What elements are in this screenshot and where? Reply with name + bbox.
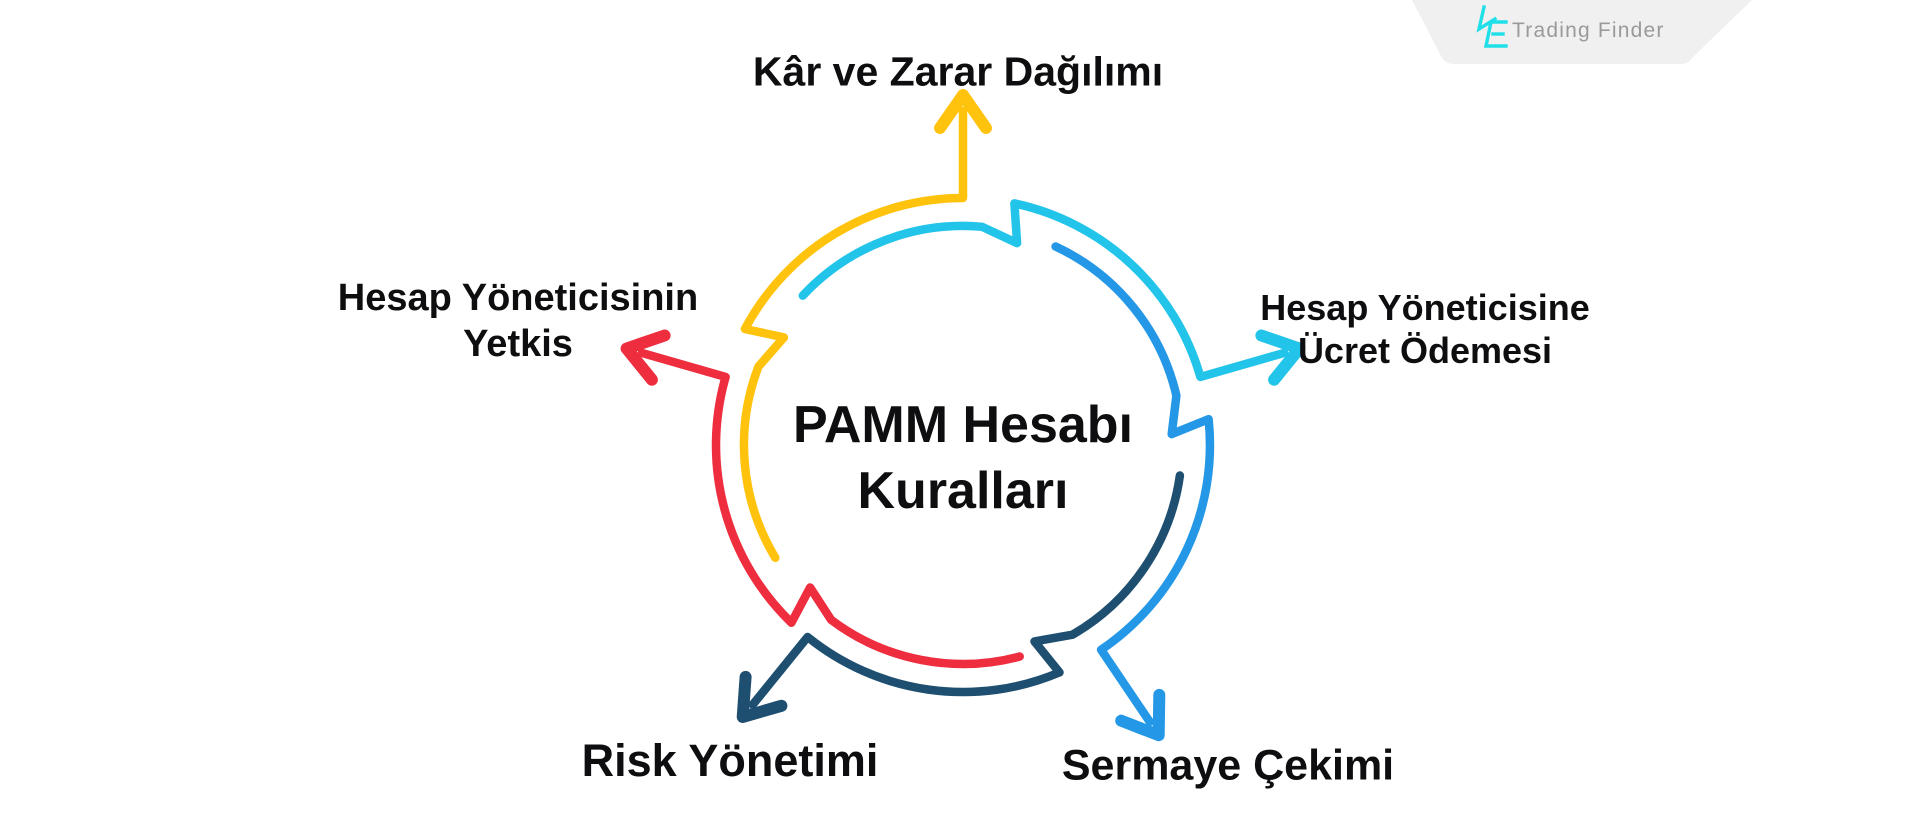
segment-arc-fee-to-account-manager — [798, 199, 1289, 382]
segment-arrowhead-manager-authority — [620, 329, 671, 386]
segment-manager-authority — [620, 329, 1024, 669]
segment-arc-manager-authority — [637, 348, 1024, 669]
segment-arc-capital-withdrawal — [1051, 242, 1215, 727]
label-line: Sermaye Çekimi — [1061, 741, 1395, 790]
center-title-line: Kuralları — [857, 462, 1069, 520]
brand-banner — [1412, 0, 1752, 64]
label-fee-to-account-manager: Hesap Yöneticisine Ücret Ödemesi — [1260, 286, 1589, 372]
label-line: Kâr ve Zarar Dağılımı — [752, 48, 1164, 95]
segment-profit-loss-distribution — [739, 89, 992, 563]
segment-arrowhead-capital-withdrawal — [1115, 688, 1166, 742]
label-line: Risk Yönetimi — [581, 735, 879, 786]
brand-name: Trading Finder — [1512, 19, 1665, 42]
segment-arc-profit-loss-distribution — [739, 106, 968, 563]
trading-finder-logo-icon — [1476, 4, 1508, 48]
label-profit-loss-distribution: Kâr ve Zarar Dağılımı — [753, 49, 1163, 96]
segment-arc-risk-management — [748, 471, 1185, 709]
label-line: Hesap Yöneticisinin — [337, 277, 699, 319]
segment-arrowhead-risk-management — [736, 670, 788, 723]
segment-risk-management — [736, 471, 1185, 723]
segment-arrowhead-profit-loss-distribution — [934, 89, 992, 134]
segment-capital-withdrawal — [1051, 242, 1215, 742]
label-capital-withdrawal: Sermaye Çekimi — [1062, 742, 1394, 791]
diagram-center-title: PAMM Hesabı Kuralları — [793, 392, 1133, 524]
label-line: Ücret Ödemesi — [1297, 330, 1553, 371]
center-title-line: PAMM Hesabı — [793, 396, 1133, 454]
segment-fee-to-account-manager — [798, 199, 1306, 386]
label-line: Hesap Yöneticisine — [1260, 287, 1590, 328]
segment-arrowhead-fee-to-account-manager — [1255, 329, 1306, 386]
label-line: Yetkis — [463, 323, 573, 365]
label-risk-management: Risk Yönetimi — [582, 735, 879, 787]
label-manager-authority: Hesap Yöneticisinin Yetkis — [338, 275, 698, 367]
